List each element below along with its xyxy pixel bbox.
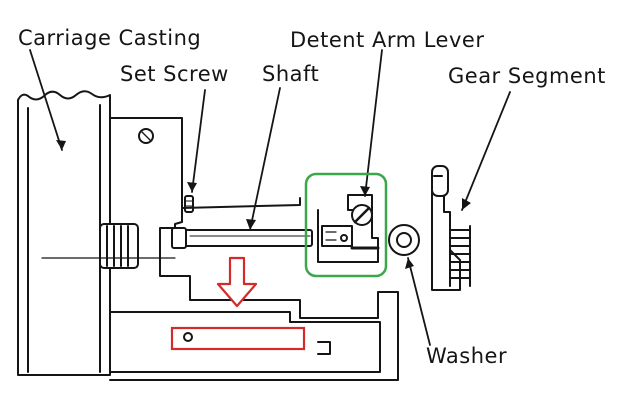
arrowhead-shaft bbox=[246, 219, 256, 230]
washer-part bbox=[388, 224, 420, 256]
label-detent-arm-lever: Detent Arm Lever bbox=[290, 28, 485, 52]
detent-highlight-box bbox=[304, 172, 388, 278]
leader-set-screw bbox=[191, 89, 206, 193]
lower-pivot bbox=[183, 332, 193, 342]
shaft-end-cap bbox=[171, 227, 187, 249]
arrowhead-detent bbox=[360, 186, 370, 196]
shaft-part bbox=[171, 229, 313, 247]
lever-pin bbox=[340, 234, 348, 242]
lever-block bbox=[321, 225, 353, 247]
label-shaft: Shaft bbox=[262, 62, 320, 86]
upper-hole-mark bbox=[140, 130, 152, 142]
arrowhead-carriage bbox=[56, 140, 66, 150]
upper-hole bbox=[138, 128, 154, 144]
set-screw-part bbox=[184, 195, 194, 213]
arrowhead-gear bbox=[462, 198, 471, 210]
leader-washer bbox=[407, 257, 431, 346]
frame-outline bbox=[109, 117, 399, 381]
leader-detent-arm-lever bbox=[364, 49, 383, 197]
gear-teeth bbox=[449, 229, 471, 279]
label-carriage-casting: Carriage Casting bbox=[18, 26, 202, 50]
leader-carriage-casting bbox=[29, 49, 63, 151]
red-down-arrow bbox=[216, 256, 258, 308]
frame-lower-section bbox=[109, 311, 381, 373]
threaded-collar bbox=[99, 223, 139, 269]
lever-screw-slot bbox=[353, 206, 371, 224]
leader-shaft bbox=[249, 87, 281, 231]
gear-segment-top bbox=[431, 165, 449, 197]
arrowhead-set-screw bbox=[187, 182, 197, 192]
carriage-casting-body bbox=[17, 90, 111, 376]
washer-hole bbox=[396, 232, 412, 248]
frame-upper-right-edge bbox=[181, 197, 301, 209]
label-washer: Washer bbox=[426, 344, 508, 368]
label-gear-segment: Gear Segment bbox=[448, 64, 606, 88]
right-notch bbox=[317, 341, 331, 355]
leader-gear-segment bbox=[461, 91, 511, 211]
arrowhead-washer bbox=[405, 258, 414, 269]
red-highlight-box bbox=[170, 326, 306, 351]
label-set-screw: Set Screw bbox=[120, 62, 229, 86]
